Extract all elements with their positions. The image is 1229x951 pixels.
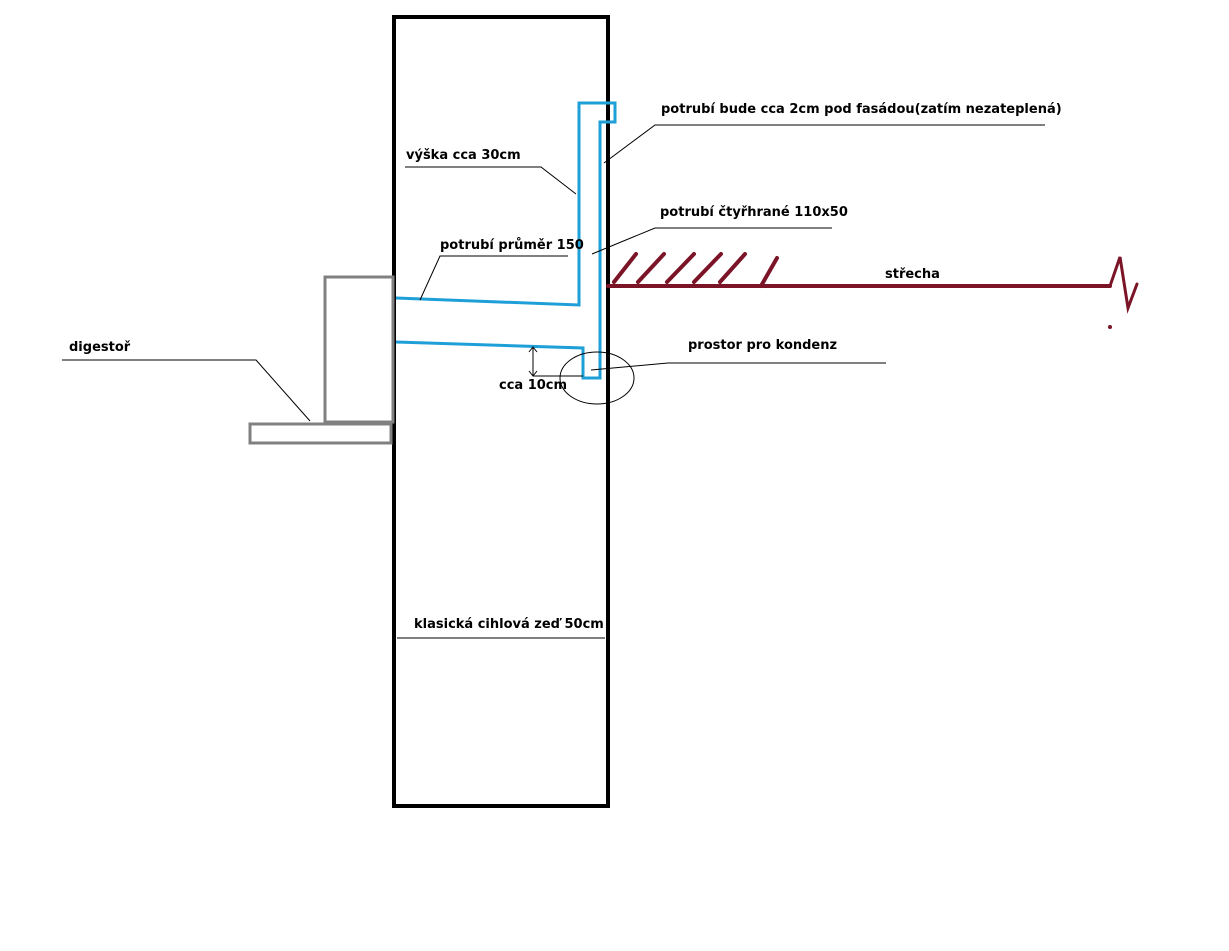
label-round-pipe: potrubí průměr 150 (440, 238, 584, 253)
label-facade-pipe: potrubí bude cca 2cm pod fasádou(zatím n… (661, 102, 1062, 117)
leader-square-pipe (591, 227, 832, 255)
condensate-circle (559, 351, 635, 405)
leader-facade-pipe (603, 124, 1045, 164)
leader-round-pipe (419, 255, 568, 301)
roof-break-mark (1108, 256, 1139, 314)
kitchen-hood (248, 275, 395, 445)
label-height: výška cca 30cm (406, 148, 521, 163)
label-condensate: prostor pro kondenz (688, 338, 837, 353)
pipe-route (395, 101, 617, 380)
label-roof: střecha (885, 267, 940, 282)
leader-lines (62, 124, 1045, 639)
leader-condensate (590, 362, 886, 371)
label-wall: klasická cihlová zeď 50cm (414, 617, 604, 632)
roof-hatching (612, 252, 779, 288)
label-square-pipe: potrubí čtyřhrané 110x50 (660, 205, 848, 220)
label-gap: cca 10cm (499, 378, 567, 393)
roof-dot (1108, 325, 1112, 329)
round-pipe-outline (395, 101, 617, 380)
hood-base (248, 422, 393, 445)
leader-height (405, 166, 577, 195)
roof (606, 252, 1139, 329)
leader-hood (62, 359, 311, 422)
hood-body (323, 275, 395, 424)
label-hood: digestoř (69, 340, 131, 355)
gap-arrow-top (528, 346, 538, 353)
brick-wall (392, 15, 610, 808)
